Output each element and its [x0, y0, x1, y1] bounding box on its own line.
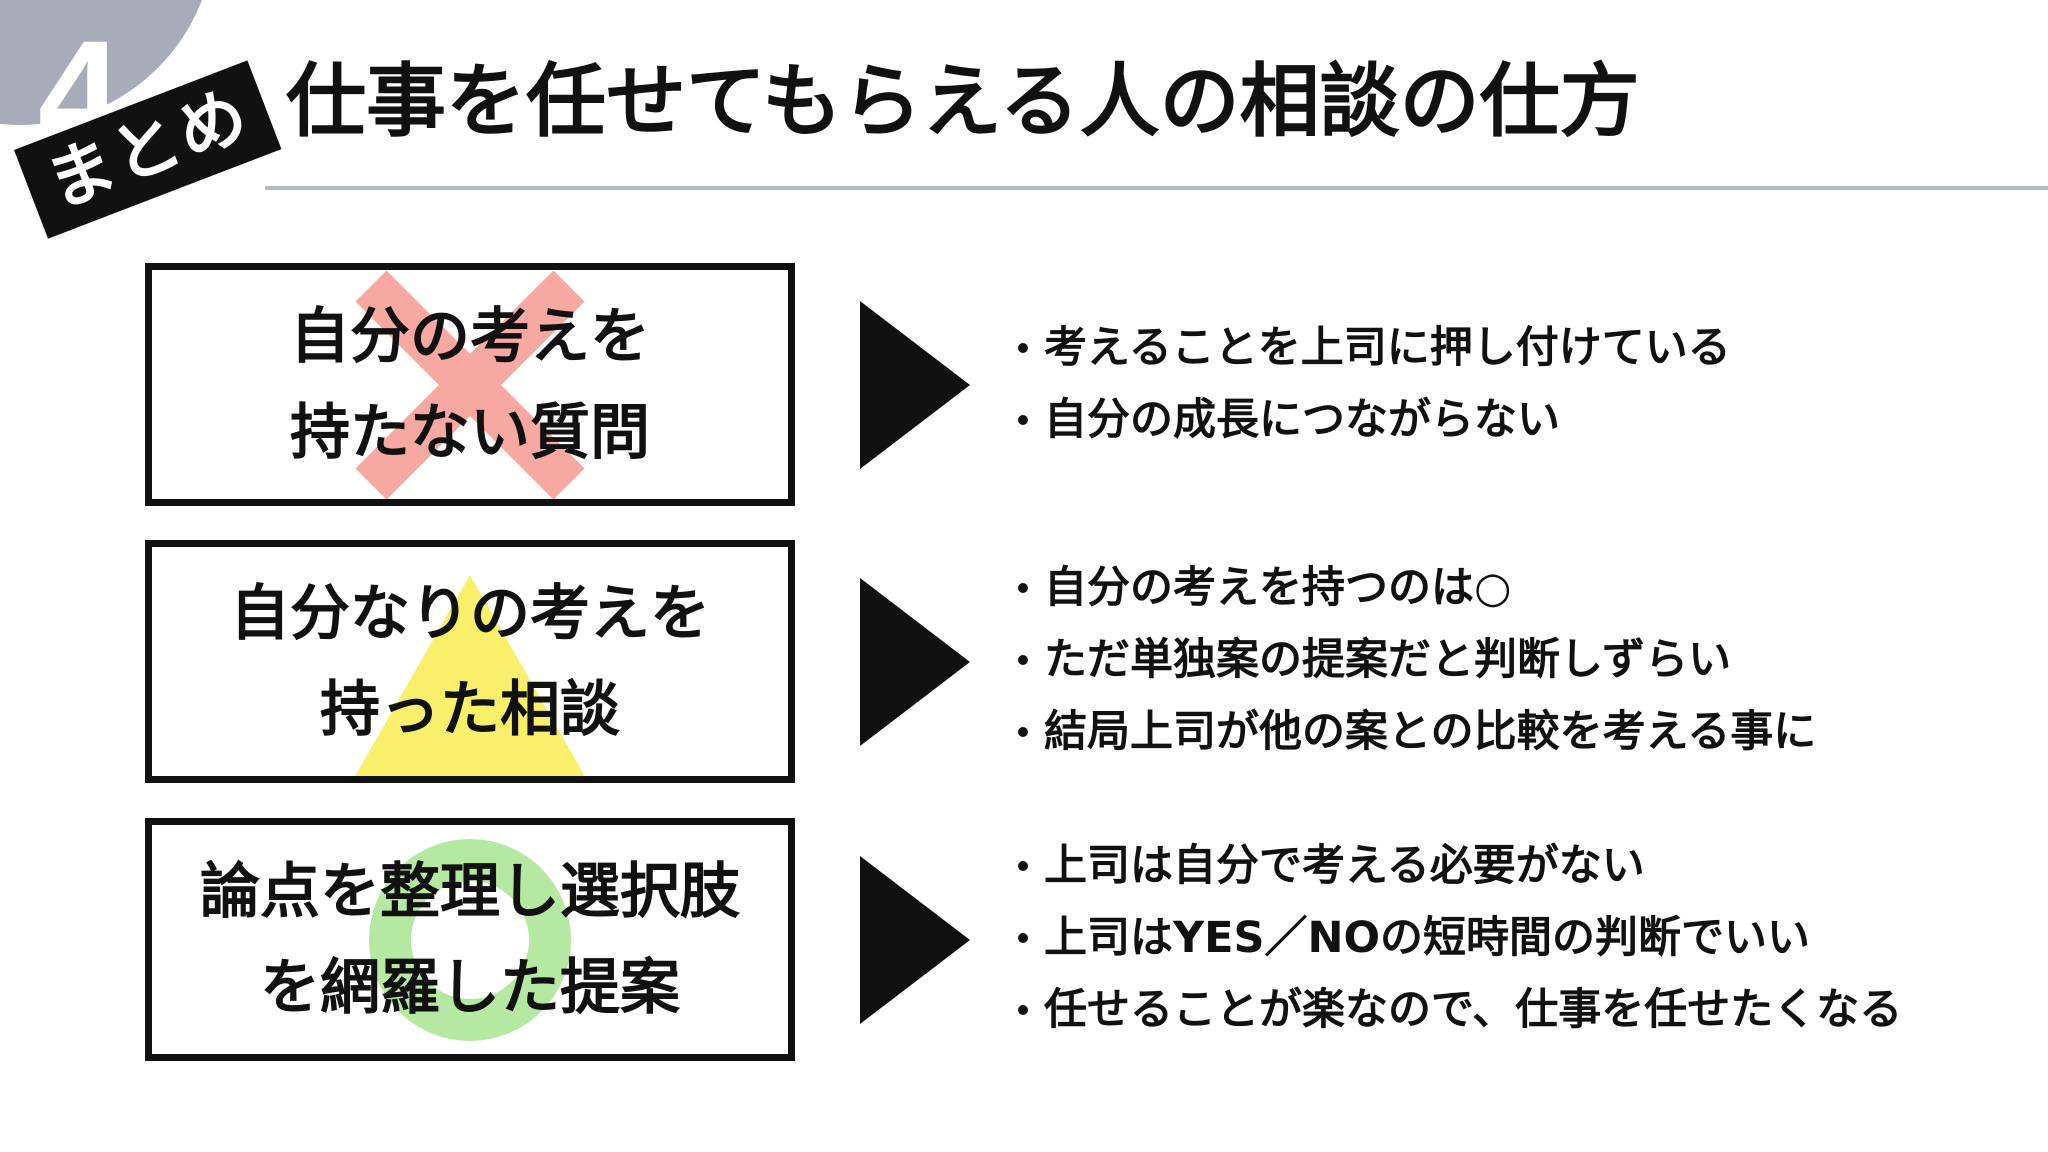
bullet-dot-icon — [1018, 583, 1028, 593]
list-item: 考えることを上司に押し付けている — [1018, 312, 1731, 384]
approach-box-3: 論点を整理し選択肢 を網羅した提案 — [145, 818, 795, 1061]
page-title: 仕事を任せてもらえる人の相談の仕方 — [286, 55, 1640, 148]
approach-box-2-line-1: 自分なりの考えを — [230, 578, 710, 649]
title-divider — [265, 186, 2048, 190]
arrow-right-icon — [860, 301, 970, 469]
approach-box-1: 自分の考えを 持たない質問 — [145, 263, 795, 506]
list-item: 自分の考えを持つのは○ — [1018, 552, 1816, 624]
circle-mark-icon — [369, 838, 571, 1041]
bullet-dot-icon — [1018, 343, 1028, 353]
bullet-dot-icon — [1018, 655, 1028, 665]
triangle-mark-icon — [355, 574, 585, 776]
list-item: 上司はYES／NOの短時間の判断でいい — [1018, 902, 1902, 974]
arrow-right-icon — [860, 856, 970, 1024]
bullet-dot-icon — [1018, 727, 1028, 737]
arrow-right-icon — [860, 578, 970, 746]
list-item: 結局上司が他の案との比較を考える事に — [1018, 696, 1816, 768]
approach-box-3-line-2: を網羅した提案 — [260, 952, 680, 1023]
list-item: 上司は自分で考える必要がない — [1018, 830, 1902, 902]
consequence-list-3: 上司は自分で考える必要がない 上司はYES／NOの短時間の判断でいい 任せること… — [1018, 830, 1902, 1046]
approach-box-2: 自分なりの考えを 持った相談 — [145, 540, 795, 783]
bullet-dot-icon — [1018, 861, 1028, 871]
section-corner: 4 — [0, 0, 215, 160]
approach-box-1-line-1: 自分の考えを — [290, 301, 650, 372]
approach-box-1-line-2: 持たない質問 — [290, 397, 650, 468]
list-item: 自分の成長につながらない — [1018, 384, 1731, 456]
list-item: 任せることが楽なので、仕事を任せたくなる — [1018, 974, 1902, 1046]
bullet-dot-icon — [1018, 415, 1028, 425]
cross-mark-icon — [355, 270, 585, 499]
consequence-list-2: 自分の考えを持つのは○ ただ単独案の提案だと判断しずらい 結局上司が他の案との比… — [1018, 552, 1816, 768]
approach-box-3-line-1: 論点を整理し選択肢 — [200, 856, 740, 927]
bullet-dot-icon — [1018, 1005, 1028, 1015]
list-item: ただ単独案の提案だと判断しずらい — [1018, 624, 1816, 696]
bullet-dot-icon — [1018, 933, 1028, 943]
consequence-list-1: 考えることを上司に押し付けている 自分の成長につながらない — [1018, 312, 1731, 456]
approach-box-2-line-2: 持った相談 — [320, 674, 620, 745]
